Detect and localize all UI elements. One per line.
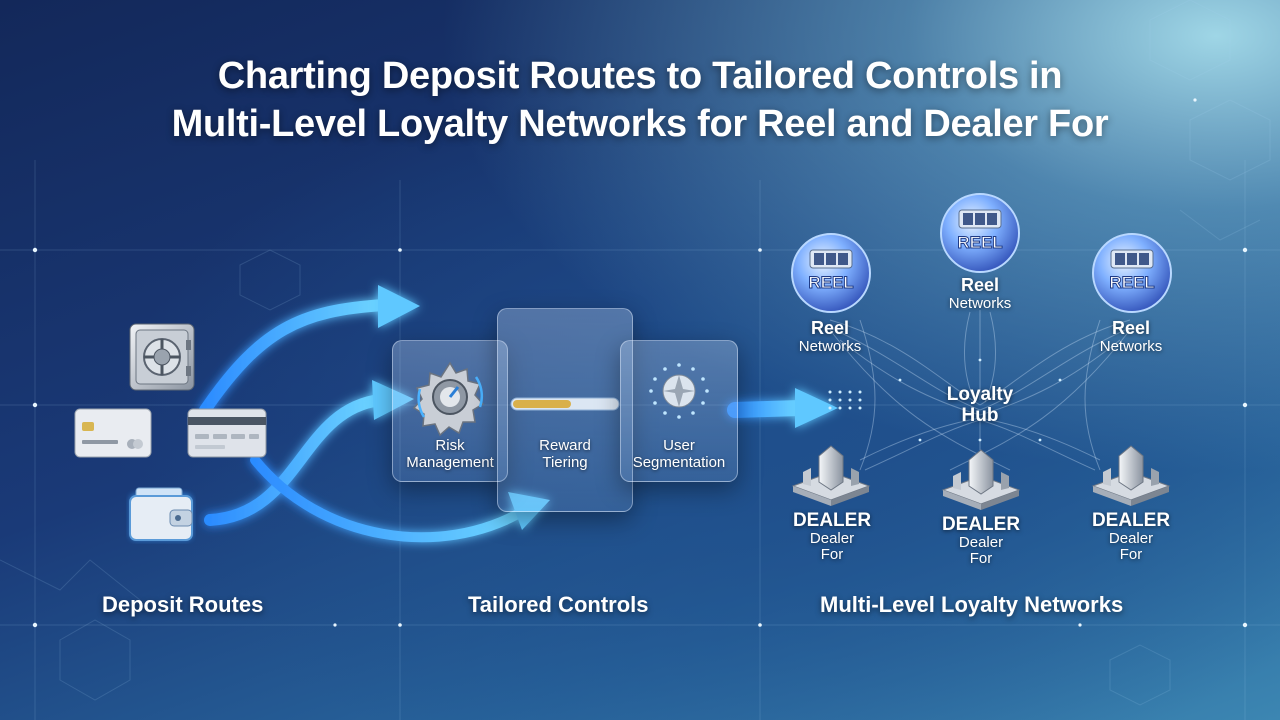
arrow-upper	[199, 299, 391, 416]
progress-bar-icon	[510, 397, 620, 411]
section-label-tailored-controls: Tailored Controls	[468, 592, 649, 617]
dealer-node-label: DEALER Dealer For	[926, 515, 1036, 567]
bank-card-icon	[187, 408, 267, 458]
hub-label-line-2: Hub	[961, 405, 999, 426]
dealer-tower-icon	[791, 445, 871, 506]
reel-orb-icon: REEL	[1092, 233, 1172, 313]
dealer-node-subtitle: Dealer	[809, 530, 855, 547]
dealer-node-label: DEALER Dealer For	[1076, 511, 1186, 563]
vault-safe-icon	[129, 323, 195, 391]
dealer-node-subtitle: Dealer	[1108, 530, 1154, 547]
dealer-node-subtitle-2: For	[1119, 546, 1143, 563]
reel-node-subtitle: Networks	[798, 338, 862, 355]
reel-node-label: Reel Networks	[780, 318, 880, 356]
title-line-2: Multi-Level Loyalty Networks for Reel an…	[171, 103, 1109, 145]
title-line-1: Charting Deposit Routes to Tailored Cont…	[217, 55, 1063, 97]
user-segmentation-panel[interactable]: User Segmentation	[620, 340, 738, 482]
reel-node-label: Reel Networks	[930, 275, 1030, 313]
reel-node-title: Reel	[1111, 318, 1151, 338]
dealer-tower-icon	[941, 449, 1021, 510]
credit-card-icon	[74, 408, 152, 458]
arrow-right	[727, 400, 808, 418]
arrow-lower	[250, 455, 530, 543]
section-label-deposit-routes: Deposit Routes	[102, 592, 264, 617]
hub-label-line-1: Loyalty	[946, 384, 1014, 405]
reel-orb-icon: REEL	[791, 233, 871, 313]
page-title: Charting Deposit Routes to Tailored Cont…	[0, 52, 1280, 148]
reel-node-subtitle: Networks	[948, 295, 1012, 312]
risk-label-line-2: Management	[406, 454, 494, 471]
gear-gauge-icon	[412, 361, 485, 437]
section-label-loyalty-networks: Multi-Level Loyalty Networks	[820, 592, 1124, 617]
dealer-node-title: DEALER	[1091, 510, 1171, 531]
dealer-node-subtitle-2: For	[820, 546, 844, 563]
reel-node-label: Reel Networks	[1081, 318, 1181, 356]
dealer-node-title: DEALER	[941, 514, 1021, 535]
reward-label-line-1: Reward	[539, 437, 591, 454]
wallet-icon	[129, 487, 193, 541]
dealer-node-label: DEALER Dealer For	[777, 511, 887, 563]
dealer-node-subtitle-2: For	[969, 550, 993, 567]
risk-management-panel[interactable]: Risk Management	[392, 340, 508, 482]
reward-label-line-2: Tiering	[542, 454, 588, 471]
reward-tiering-panel[interactable]: Reward Tiering	[497, 308, 633, 512]
reel-node-title: Reel	[810, 318, 850, 338]
reel-orb-icon: REEL	[940, 193, 1020, 273]
segmentation-target-icon	[649, 363, 709, 419]
reel-badge-text: REEL	[957, 233, 1002, 252]
dealer-node-title: DEALER	[792, 510, 872, 531]
risk-label-line-1: Risk	[435, 437, 465, 454]
dealer-node-subtitle: Dealer	[958, 534, 1004, 551]
dealer-tower-icon	[1091, 445, 1171, 506]
arrow-middle	[204, 394, 386, 526]
segmentation-label-line-1: User	[663, 437, 695, 454]
loyalty-hub: Loyalty Hub	[930, 384, 1030, 426]
reel-node-subtitle: Networks	[1099, 338, 1163, 355]
segmentation-label-line-2: Segmentation	[632, 454, 726, 471]
reel-node-title: Reel	[960, 275, 1000, 295]
reel-badge-text: REEL	[1109, 273, 1154, 292]
reel-badge-text: REEL	[808, 273, 853, 292]
